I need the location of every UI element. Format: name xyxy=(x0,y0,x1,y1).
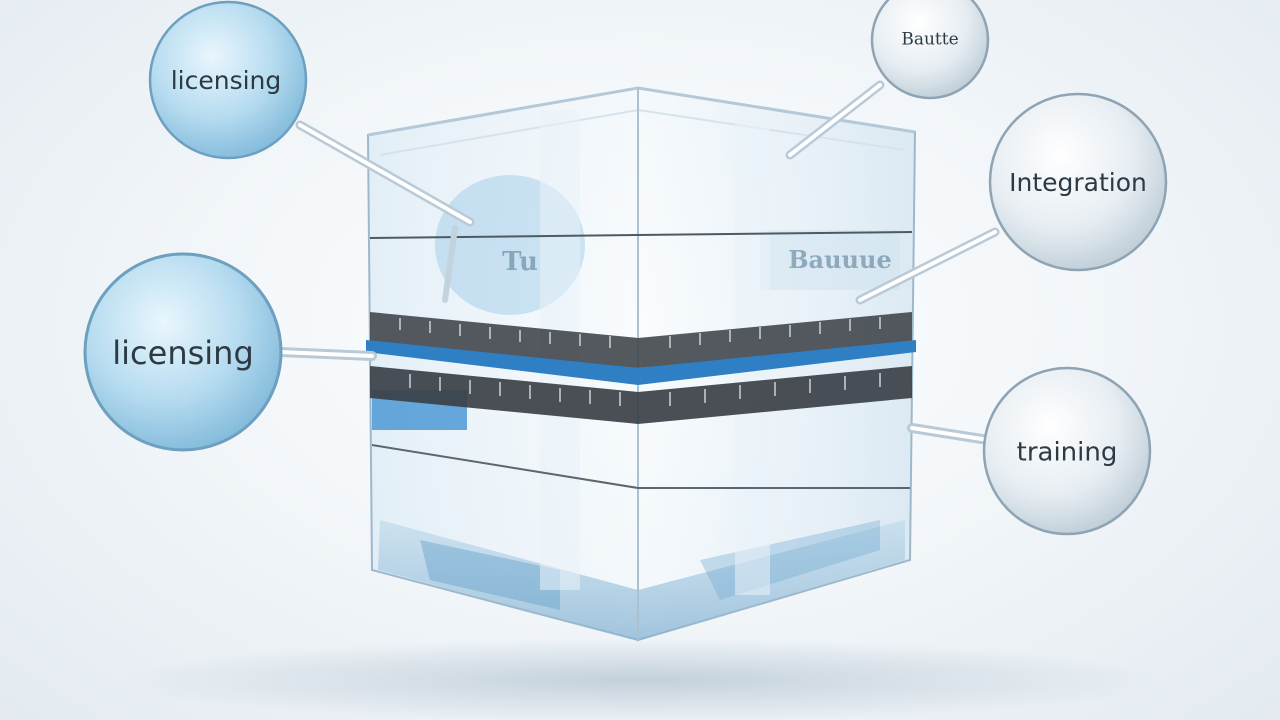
callout-left-middle: licensing xyxy=(83,252,283,452)
ruler-ticks xyxy=(399,317,881,348)
callout-top-right-small: Bautte xyxy=(870,0,990,100)
cube-line xyxy=(371,444,639,489)
cube-line xyxy=(637,231,913,236)
cube-left-glyph: Tu xyxy=(502,247,538,277)
ruler-band-lower xyxy=(370,366,912,424)
blue-accent-band xyxy=(366,340,916,385)
cube-line xyxy=(369,234,639,239)
callout-label: Integration xyxy=(1009,168,1147,197)
callout-label: training xyxy=(1017,438,1118,468)
cube-bottom-tint xyxy=(420,540,560,610)
callout-right-upper: Integration xyxy=(988,92,1168,272)
floor-shadow xyxy=(120,638,1160,720)
callout-label: licensing xyxy=(112,334,254,372)
callout-right-lower: training xyxy=(982,366,1152,536)
cube-right-glyph: Bauuue xyxy=(788,245,891,274)
cube-bottom-tint xyxy=(378,520,905,640)
callout-top-left: licensing xyxy=(148,0,308,160)
callout-label: Bautte xyxy=(901,30,958,50)
callout-label: licensing xyxy=(171,66,282,95)
glass-cube: Tu Bauuue xyxy=(366,86,917,642)
ruler-band-upper xyxy=(370,312,912,368)
inner-reflection xyxy=(760,230,900,290)
callout-connectors xyxy=(275,80,1000,445)
ruler-ticks xyxy=(409,373,881,406)
